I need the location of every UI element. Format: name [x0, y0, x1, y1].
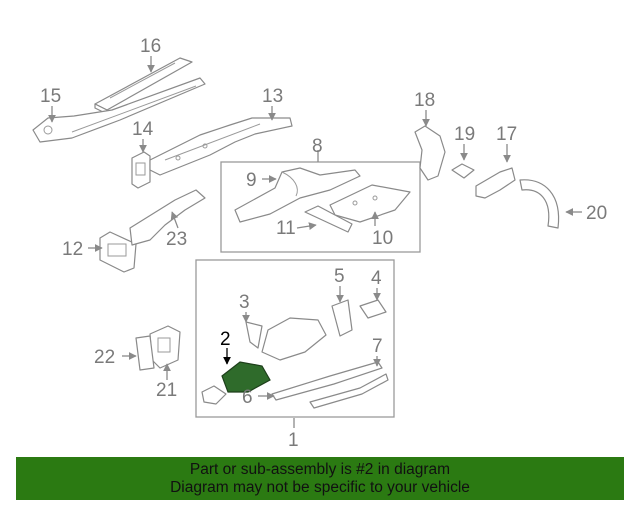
part-7[interactable]: [309, 373, 389, 409]
callout-20: 20: [586, 203, 607, 224]
banner-line-1: Part or sub-assembly is #2 in diagram: [189, 461, 451, 478]
callout-15: 15: [40, 86, 61, 107]
callout-17: 17: [496, 124, 517, 145]
part-19[interactable]: [451, 163, 475, 179]
part-18[interactable]: [414, 125, 446, 181]
group-box-8: [220, 161, 421, 253]
callout-23: 23: [166, 229, 187, 250]
callout-14: 14: [132, 119, 154, 140]
callout-8: 8: [312, 136, 323, 157]
callout-18: 18: [414, 90, 435, 111]
part-21[interactable]: [149, 325, 181, 369]
callout-21: 21: [156, 380, 177, 401]
callout-16: 16: [140, 36, 161, 57]
callout-9: 9: [246, 170, 257, 191]
parts-diagram: 16 15 14 13 8 9 10 11 12 23 18 19 17 20 …: [32, 36, 607, 451]
part-6[interactable]: [271, 361, 383, 401]
callout-22: 22: [94, 347, 115, 368]
part-15[interactable]: [32, 77, 206, 143]
part-main-rail[interactable]: [261, 317, 327, 361]
callout-7: 7: [372, 336, 383, 357]
part-3[interactable]: [245, 321, 263, 349]
info-banner: Part or sub-assembly is #2 in diagram Di…: [16, 457, 624, 500]
part-17[interactable]: [475, 167, 516, 199]
part-23[interactable]: [129, 189, 206, 246]
part-11[interactable]: [304, 205, 353, 233]
part-4[interactable]: [359, 299, 387, 319]
part-13[interactable]: [149, 117, 293, 176]
part-12[interactable]: [99, 231, 137, 273]
callout-12: 12: [62, 239, 83, 260]
part-2-highlighted[interactable]: [221, 361, 271, 393]
callout-1: 1: [288, 430, 299, 451]
part-bracket-small[interactable]: [201, 385, 227, 405]
callout-3: 3: [239, 292, 250, 313]
callout-19: 19: [454, 124, 475, 145]
banner-line-2: Diagram may not be specific to your vehi…: [170, 479, 470, 496]
part-14[interactable]: [131, 151, 151, 189]
callout-11: 11: [276, 218, 296, 239]
callout-6: 6: [242, 387, 253, 408]
callout-4: 4: [371, 268, 382, 289]
callout-13: 13: [262, 86, 283, 107]
part-22[interactable]: [135, 335, 155, 371]
callout-2: 2: [220, 329, 231, 350]
callout-5: 5: [334, 266, 345, 287]
part-9[interactable]: [234, 167, 361, 223]
part-20[interactable]: [519, 179, 560, 229]
part-10[interactable]: [329, 184, 411, 223]
group-box-1: [195, 259, 395, 418]
part-5[interactable]: [331, 299, 353, 337]
callout-10: 10: [372, 228, 393, 249]
